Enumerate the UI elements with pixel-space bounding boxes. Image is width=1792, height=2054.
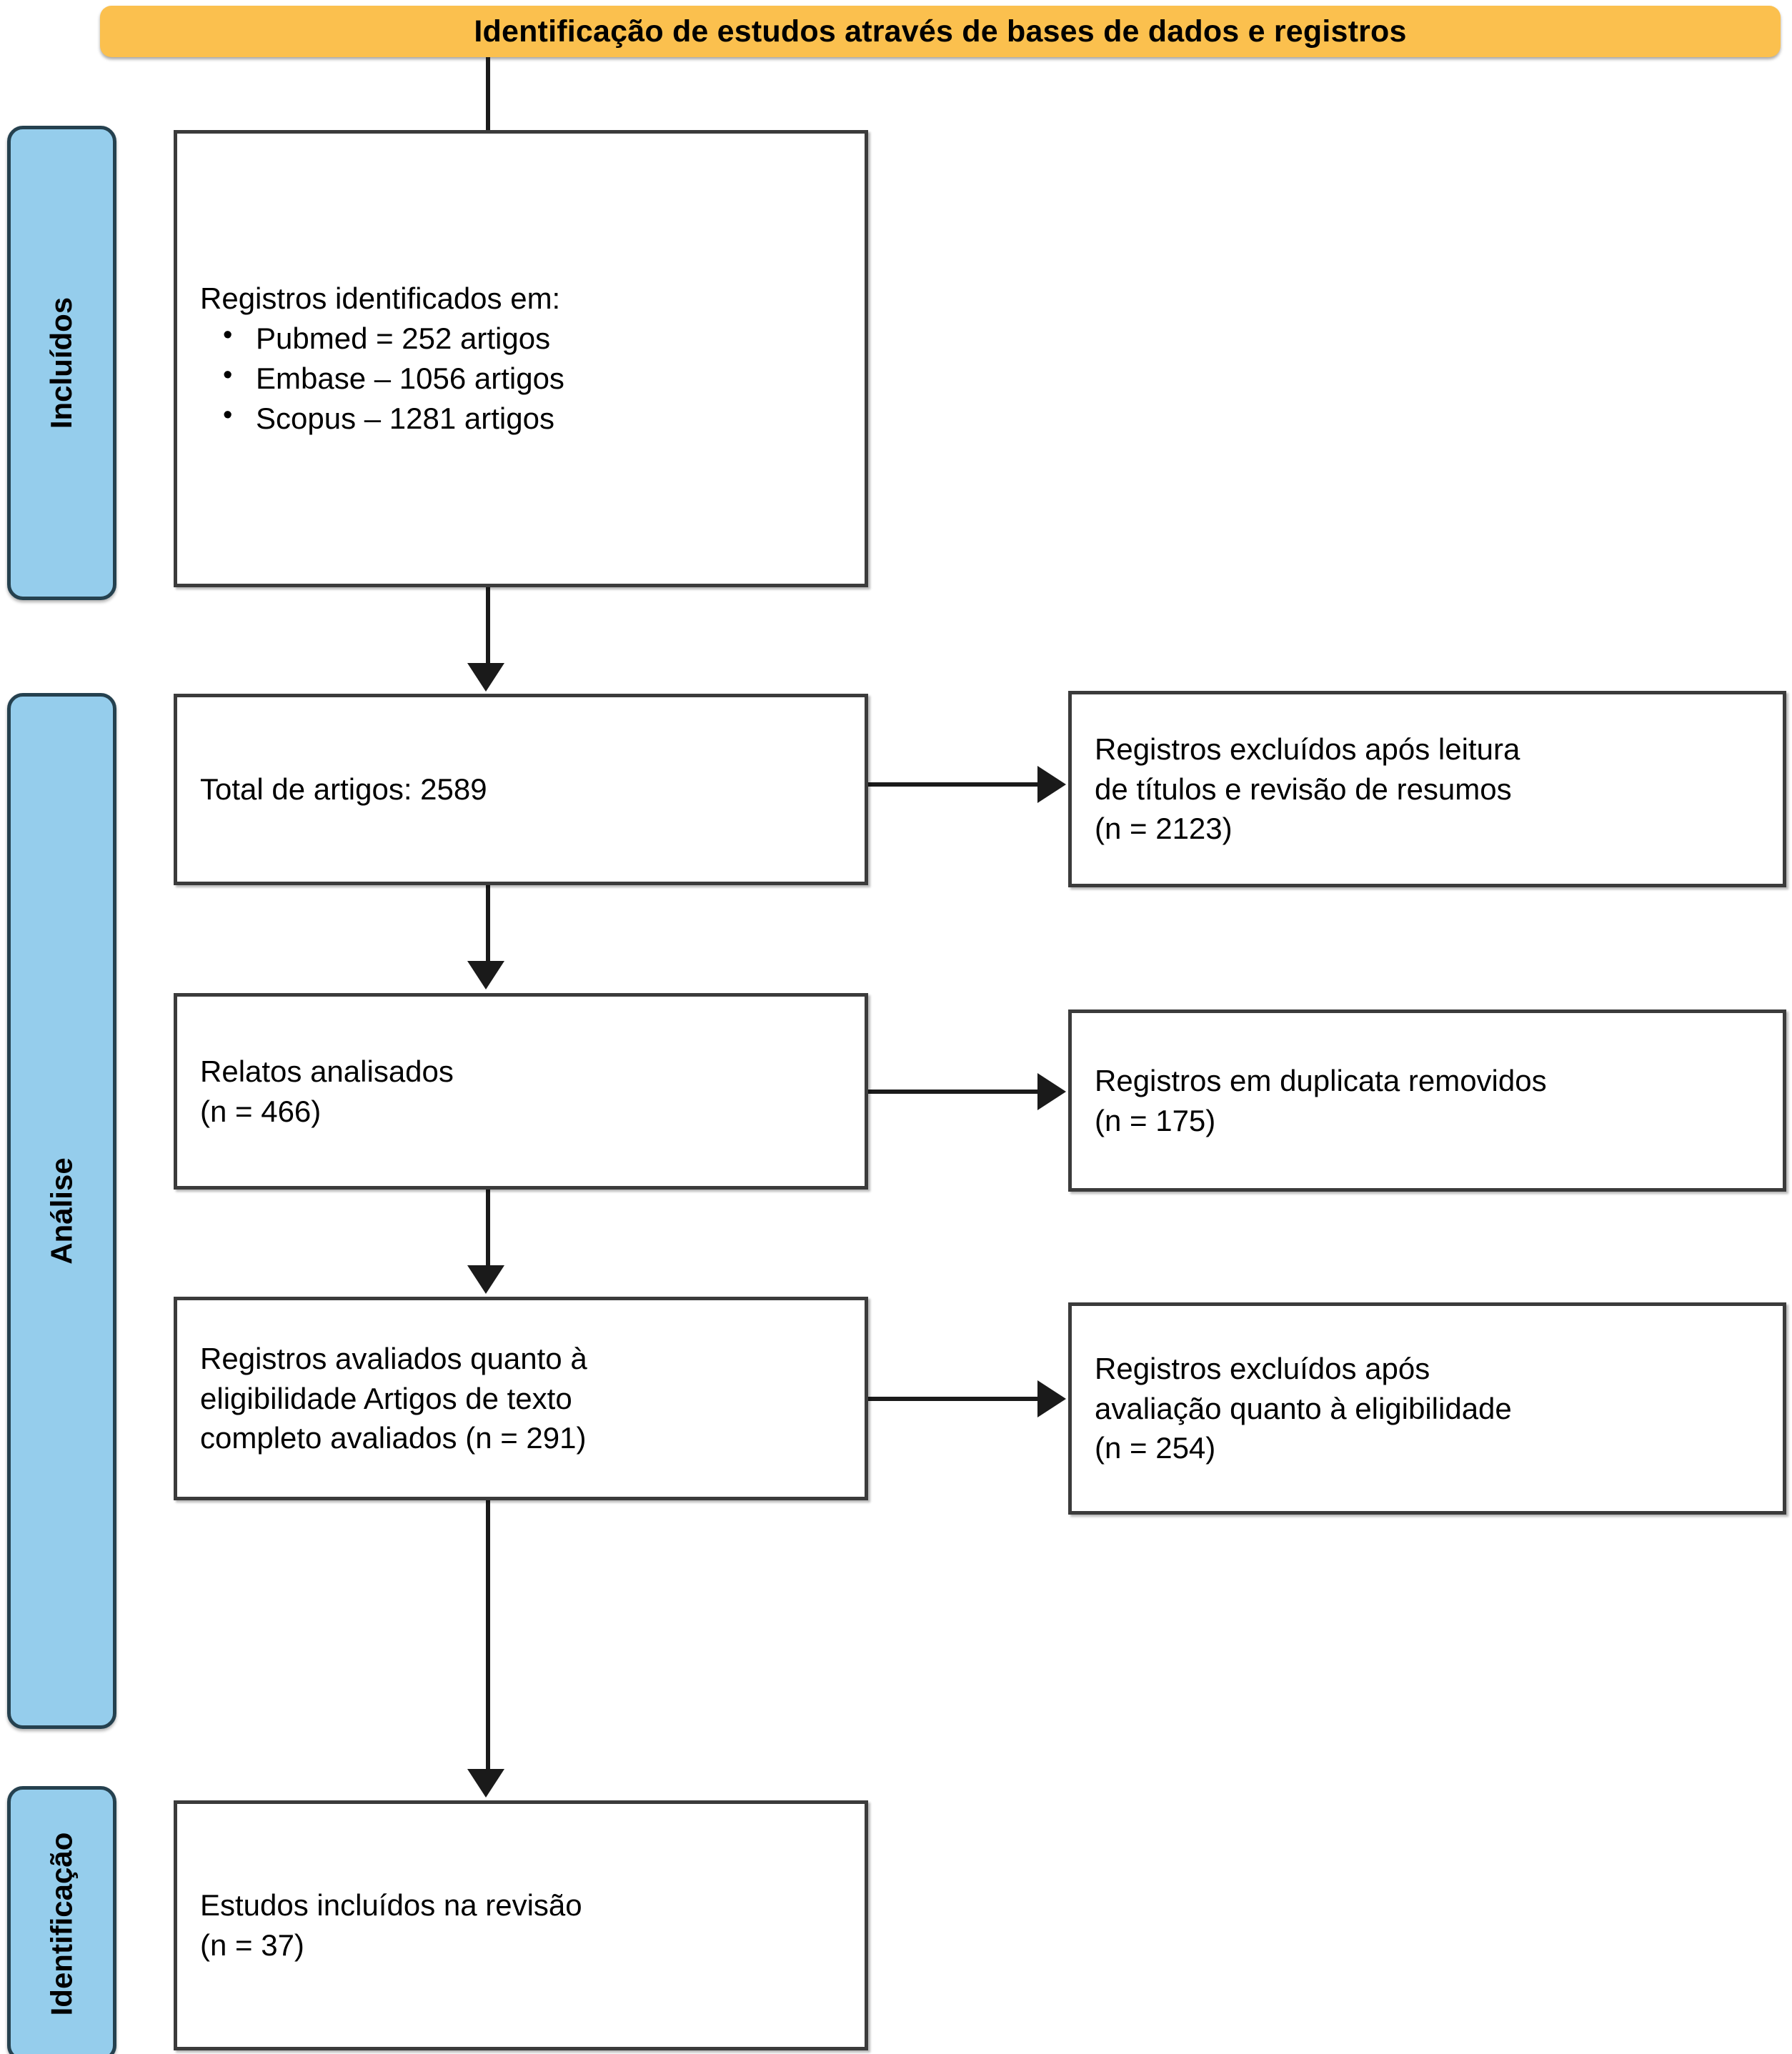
connector-eligible-to-excluded-eligibility xyxy=(868,1397,1040,1401)
box-line: avaliação quanto à eligibilidade xyxy=(1095,1391,1512,1425)
box-line-count: (n = 254) xyxy=(1095,1431,1216,1465)
arrow-right-icon xyxy=(1037,1380,1066,1417)
box-line: Registros avaliados quanto à xyxy=(200,1341,587,1375)
box-excluded-after-titles: Registros excluídos após leitura de títu… xyxy=(1068,691,1786,887)
box-line: Registros em duplicata removidos xyxy=(1095,1063,1547,1097)
box-line: eligibilidade Artigos de texto xyxy=(200,1381,572,1415)
list-item: Pubmed = 252 artigos xyxy=(223,317,842,359)
box-lead-text: Registros identificados em: xyxy=(200,281,561,316)
box-records-identified: Registros identificados em: Pubmed = 252… xyxy=(174,130,868,587)
box-reports-analyzed: Relatos analisados (n = 466) xyxy=(174,993,868,1190)
list-item: Embase – 1056 artigos xyxy=(223,357,842,399)
box-line-count: (n = 466) xyxy=(200,1094,322,1128)
connector-reports-to-eligible xyxy=(486,1190,490,1267)
connector-total-to-excluded-titles xyxy=(868,782,1040,787)
box-line: Registros excluídos após xyxy=(1095,1351,1430,1385)
arrow-right-icon xyxy=(1037,1073,1066,1110)
box-line: Registros excluídos após leitura xyxy=(1095,732,1520,766)
box-line-count: completo avaliados (n = 291) xyxy=(200,1421,587,1455)
box-studies-included: Estudos incluídos na revisão (n = 37) xyxy=(174,1800,868,2050)
arrow-down-icon xyxy=(467,1265,504,1294)
connector-identified-to-total xyxy=(486,587,490,666)
box-excluded-after-eligibility: Registros excluídos após avaliação quant… xyxy=(1068,1302,1786,1515)
page-title: Identificação de estudos através de base… xyxy=(474,14,1407,49)
arrow-down-icon xyxy=(467,961,504,989)
box-line-count: (n = 2123) xyxy=(1095,812,1233,846)
box-line: Estudos incluídos na revisão xyxy=(200,1888,582,1923)
stage-label-text: Incluídos xyxy=(44,296,79,429)
connector-header-to-identified xyxy=(486,57,490,131)
box-total-articles: Total de artigos: 2589 xyxy=(174,694,868,885)
list-item: Scopus – 1281 artigos xyxy=(223,397,842,439)
box-duplicates-removed: Registros em duplicata removidos (n = 17… xyxy=(1068,1009,1786,1192)
header-band: Identificação de estudos através de base… xyxy=(100,6,1781,57)
stage-label-incluidos: Incluídos xyxy=(7,126,116,600)
arrow-right-icon xyxy=(1037,766,1066,803)
box-line: de títulos e revisão de resumos xyxy=(1095,772,1512,806)
arrow-down-icon xyxy=(467,1769,504,1798)
connector-total-to-reports xyxy=(486,885,490,962)
box-line-count: (n = 37) xyxy=(200,1928,304,1962)
stage-label-text: Identificação xyxy=(44,1832,79,2015)
stage-label-text: Análise xyxy=(44,1157,79,1265)
box-line: Total de artigos: 2589 xyxy=(200,772,487,807)
stage-label-identificacao: Identificação xyxy=(7,1786,116,2054)
stage-label-analise: Análise xyxy=(7,693,116,1729)
connector-eligible-to-included xyxy=(486,1500,490,1770)
box-line-count: (n = 175) xyxy=(1095,1103,1216,1137)
box-records-assessed-eligibility: Registros avaliados quanto à eligibilida… xyxy=(174,1297,868,1500)
arrow-down-icon xyxy=(467,663,504,692)
box-line: Relatos analisados xyxy=(200,1054,454,1088)
database-list: Pubmed = 252 artigos Embase – 1056 artig… xyxy=(200,317,842,439)
connector-reports-to-duplicates xyxy=(868,1090,1040,1094)
